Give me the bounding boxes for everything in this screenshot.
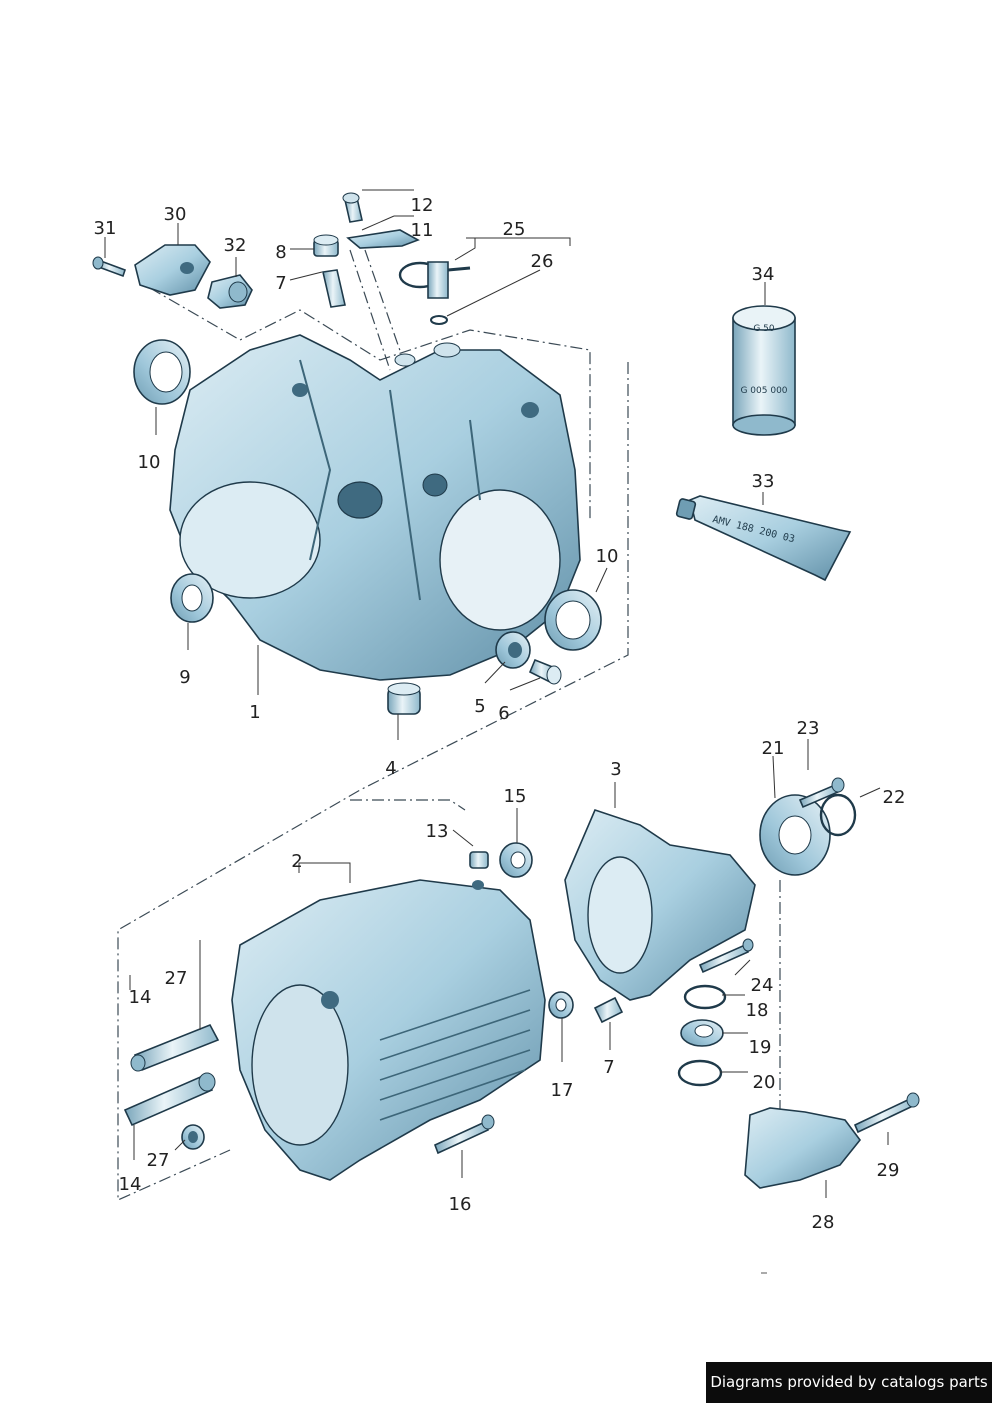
sealant-tube-part-33: AMV 188 200 03 — [675, 495, 852, 582]
pin-part-7-top — [322, 269, 346, 308]
callout-24: 24 — [751, 975, 774, 996]
circlip-part-20 — [677, 1059, 723, 1087]
callout-21: 21 — [762, 738, 785, 759]
gearbox-housing-part-2 — [231, 879, 546, 1181]
callout-28: 28 — [812, 1212, 835, 1233]
callout-33: 33 — [752, 471, 775, 492]
callout-13: 13 — [426, 821, 449, 842]
callout-26: 26 — [531, 251, 554, 272]
callout-7-top: 7 — [275, 273, 286, 294]
seal-part-15 — [499, 842, 533, 878]
cap-part-8 — [313, 234, 339, 257]
seal-part-10-right — [544, 589, 602, 651]
callout-23: 23 — [797, 718, 820, 739]
callout-6: 6 — [498, 703, 509, 724]
cover-part-28 — [744, 1107, 862, 1189]
oring-part-26 — [430, 315, 448, 325]
plug-part-4 — [387, 682, 421, 715]
callout-14-bottom: 14 — [119, 1174, 142, 1195]
selector-part-14 — [123, 1072, 216, 1127]
callout-15: 15 — [504, 786, 527, 807]
callout-20: 20 — [753, 1072, 776, 1093]
callout-2: 2 — [291, 851, 302, 872]
callout-34: 34 — [752, 264, 775, 285]
shaft-part-27-top — [130, 1023, 220, 1072]
leader-lines — [104, 189, 889, 1198]
flange-part-21 — [759, 794, 831, 876]
callout-30: 30 — [164, 204, 187, 225]
callout-25: 25 — [503, 219, 526, 240]
callout-9: 9 — [179, 667, 190, 688]
callout-29: 29 — [877, 1160, 900, 1181]
end-housing-part-3 — [564, 809, 756, 1001]
callout-32: 32 — [224, 235, 247, 256]
bush-part-17 — [548, 991, 574, 1019]
callout-10-right: 10 — [596, 546, 619, 567]
bush-part-27-bottom — [181, 1124, 205, 1150]
callout-7-bottom: 7 — [603, 1057, 614, 1078]
callout-16: 16 — [449, 1194, 472, 1215]
ring-part-18 — [683, 984, 727, 1010]
can-label-top: G 50 — [753, 324, 775, 334]
callout-8: 8 — [275, 242, 286, 263]
callout-18: 18 — [746, 1000, 769, 1021]
sensor-part-32 — [207, 274, 253, 309]
pin-part-7-bottom — [593, 996, 624, 1024]
callout-31: 31 — [94, 218, 117, 239]
bracket-part-30 — [134, 244, 211, 296]
sender-part-25 — [398, 261, 471, 299]
callout-3: 3 — [610, 759, 621, 780]
circlip-part-22 — [819, 793, 857, 837]
bolt-part-16 — [433, 1114, 495, 1155]
callout-27-top: 27 — [165, 968, 188, 989]
lever-part-11 — [346, 229, 420, 249]
callout-10-left: 10 — [138, 452, 161, 473]
can-label-bottom: G 005 000 — [740, 386, 787, 396]
callout-11: 11 — [411, 220, 434, 241]
callout-27-bottom: 27 — [147, 1150, 170, 1171]
seal-part-19 — [680, 1019, 724, 1047]
bolt-part-23 — [798, 777, 845, 809]
callout-14-top: 14 — [129, 987, 152, 1008]
callout-12: 12 — [411, 195, 434, 216]
callout-22: 22 — [883, 787, 906, 808]
callout-17: 17 — [551, 1080, 574, 1101]
bolt-part-31 — [92, 256, 127, 278]
clutch-housing-part-1 — [169, 334, 581, 681]
attribution-banner: Diagrams provided by catalogs parts — [706, 1362, 992, 1403]
callout-1: 1 — [249, 702, 260, 723]
bearing-part-5 — [495, 631, 531, 669]
bolt-part-29 — [853, 1092, 920, 1134]
plug-part-13 — [469, 851, 489, 869]
callouts: 1 2 3 4 5 6 7 7 8 9 10 10 11 12 13 14 14… — [94, 195, 906, 1233]
bolt-part-12 — [342, 192, 363, 223]
bush-part-6 — [528, 658, 562, 685]
seal-part-9 — [170, 573, 214, 623]
callout-5: 5 — [474, 696, 485, 717]
lubricant-can-part-34: G 50 G 005 000 — [732, 305, 796, 436]
callout-4: 4 — [385, 758, 396, 779]
assembly-lines — [117, 249, 781, 1201]
seal-part-10-top — [133, 339, 191, 405]
callout-19: 19 — [749, 1037, 772, 1058]
bolt-part-24 — [698, 938, 754, 974]
